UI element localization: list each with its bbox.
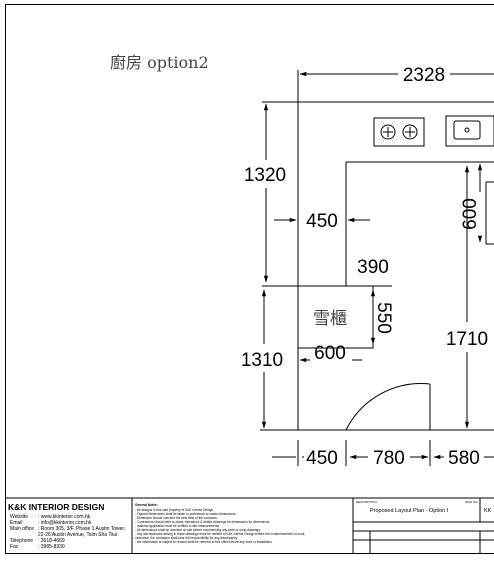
contact-label: Main office — [10, 526, 34, 532]
contact-value: : 3985-8330 — [38, 544, 65, 550]
dim-left-upper: 1320 — [244, 165, 286, 186]
note-line: - Dimension should checked the best time… — [135, 516, 217, 520]
dim-right-height: 1710 — [446, 329, 488, 350]
svg-text:Email: Email — [10, 520, 23, 526]
sheet-border — [5, 4, 494, 554]
dim-fridge-width: 600 — [314, 343, 346, 364]
drawing-description: Proposed Layout Plan - Option I — [370, 508, 449, 514]
note-line: - All dimensions shall be checked on sit… — [135, 528, 260, 532]
contact-label: Fax — [10, 544, 19, 550]
contact-info: Website : www.kkinterior.com.hk Email : … — [10, 514, 125, 550]
dim-left-lower: 1310 — [241, 350, 283, 371]
description-label: DESCRIPTION — [356, 500, 377, 504]
svg-text:Main office: Main office — [10, 526, 34, 532]
note-line: - Contractors should refer to plans, ele… — [135, 520, 270, 524]
note-line: - the information is subject to revised … — [135, 540, 272, 544]
note-line: - material application must be verified … — [135, 524, 220, 528]
svg-text:Fax: Fax — [10, 544, 19, 550]
dim-top-width: 2328 — [403, 65, 445, 86]
general-notes: General Notes: - All designs in this sal… — [135, 503, 305, 544]
dim-door-width: 780 — [373, 448, 405, 469]
notes-heading: General Notes: — [135, 503, 158, 507]
dim-fridge-depth: 550 — [373, 302, 394, 334]
right-unit — [485, 181, 494, 245]
note-line: - Any discrepancies arising in these dra… — [135, 532, 305, 536]
walls — [297, 101, 494, 431]
sink-icon — [445, 115, 494, 147]
note-line: - Figured dimensions shall be taken in p… — [135, 512, 236, 516]
contact-label: Email — [10, 520, 23, 526]
note-line: - All designs in this sale property of K… — [135, 508, 213, 512]
door-swing — [345, 383, 431, 431]
dim-bottom-580: 580 — [448, 448, 480, 469]
company-name: K&K INTERIOR DESIGN — [8, 502, 104, 512]
dim-counter-depth: 450 — [306, 211, 338, 232]
dim-390: 390 — [357, 257, 389, 278]
note-line: otherwise, the contractor shall bear ful… — [135, 536, 238, 540]
contact-value: : 3618-4669 — [38, 538, 65, 544]
fridge-label: 雪櫃 — [313, 309, 347, 329]
contact-value: 22-26 Austin Avenue, Tsim Sha Tsui — [38, 532, 117, 538]
stove-icon — [373, 117, 425, 147]
dim-sink-depth: 600 — [460, 198, 481, 230]
contact-label: Website — [10, 514, 28, 520]
fridge: 雪櫃 — [297, 285, 374, 349]
contact-value: : www.kkinterior.com.hk — [38, 514, 91, 520]
contact-value: : info@kkinterior.com.hk — [38, 520, 92, 526]
contact-label: Telephone — [10, 538, 33, 544]
contact-value: : Room 305, 3/F, Phase 1 Austin Tower, — [38, 526, 125, 532]
svg-text:Telephone: Telephone — [10, 538, 33, 544]
drawing-no-label: DWG NO. — [465, 500, 479, 504]
title-block — [5, 497, 494, 553]
dim-bottom-450: 450 — [306, 448, 338, 469]
drawing-title: 廚房 option2 — [110, 53, 209, 72]
svg-text:Website: Website — [10, 514, 28, 520]
drawing-number: KK — [484, 508, 492, 514]
